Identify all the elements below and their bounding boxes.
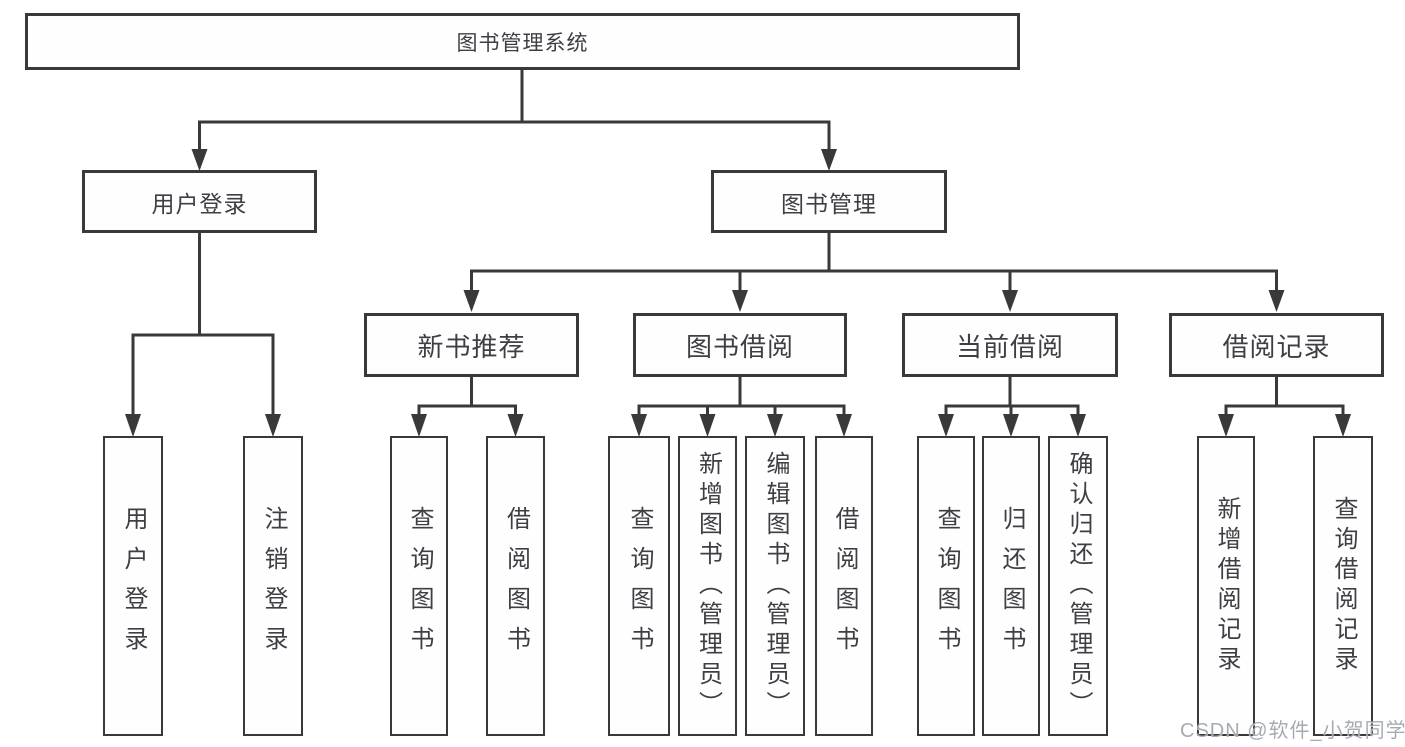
node-label: 当前借阅 [955,331,1064,362]
node-book-management: 图书管理 [711,170,947,233]
node-book-borrowing: 图书借阅 [633,313,847,377]
leaf-borrow-books-recommend: 借阅图书 [486,436,545,736]
leaf-label: 归还图书 [998,506,1025,666]
node-label: 图书借阅 [685,331,794,362]
node-current-borrowing: 当前借阅 [902,313,1118,377]
leaf-label: 查询借阅记录 [1330,496,1357,676]
leaf-label: 新增图书（管理员） [694,451,722,721]
leaf-confirm-return-admin: 确认归还（管理员） [1048,436,1108,736]
leaf-add-books-admin: 新增图书（管理员） [678,436,737,736]
leaf-label: 新增借阅记录 [1213,496,1240,676]
node-label: 新书推荐 [417,331,526,362]
leaf-label: 确认归还（管理员） [1065,451,1092,721]
leaf-label: 查询图书 [406,506,433,666]
leaf-label: 借阅图书 [831,506,858,666]
leaf-label: 借阅图书 [502,506,530,666]
leaf-add-borrow-record: 新增借阅记录 [1197,436,1255,736]
leaf-label: 编辑图书（管理员） [762,451,789,721]
leaf-label: 查询图书 [933,506,960,666]
node-new-book-recommend: 新书推荐 [364,313,579,377]
leaf-user-login: 用户登录 [103,436,163,736]
leaf-edit-books-admin: 编辑图书（管理员） [745,436,805,736]
leaf-query-books-borrowing: 查询图书 [608,436,670,736]
leaf-label: 查询图书 [626,506,653,666]
leaf-return-books: 归还图书 [982,436,1040,736]
node-label: 用户登录 [151,190,248,217]
leaf-query-books-current: 查询图书 [917,436,975,736]
node-user-login: 用户登录 [82,170,317,233]
leaf-borrow-books: 借阅图书 [815,436,873,736]
leaf-label: 注销登录 [260,506,287,666]
node-library-management-system: 图书管理系统 [25,13,1020,70]
leaf-query-borrow-record: 查询借阅记录 [1313,436,1373,736]
leaf-label: 用户登录 [120,506,147,666]
node-label: 图书管理系统 [456,31,589,55]
leaf-logout: 注销登录 [243,436,303,736]
node-label: 借阅记录 [1222,331,1331,362]
csdn-watermark: CSDN @软件_小贺同学 [1180,720,1405,742]
node-label: 图书管理 [781,190,877,217]
node-borrowing-records: 借阅记录 [1169,313,1384,377]
leaf-query-books-recommend: 查询图书 [390,436,448,736]
